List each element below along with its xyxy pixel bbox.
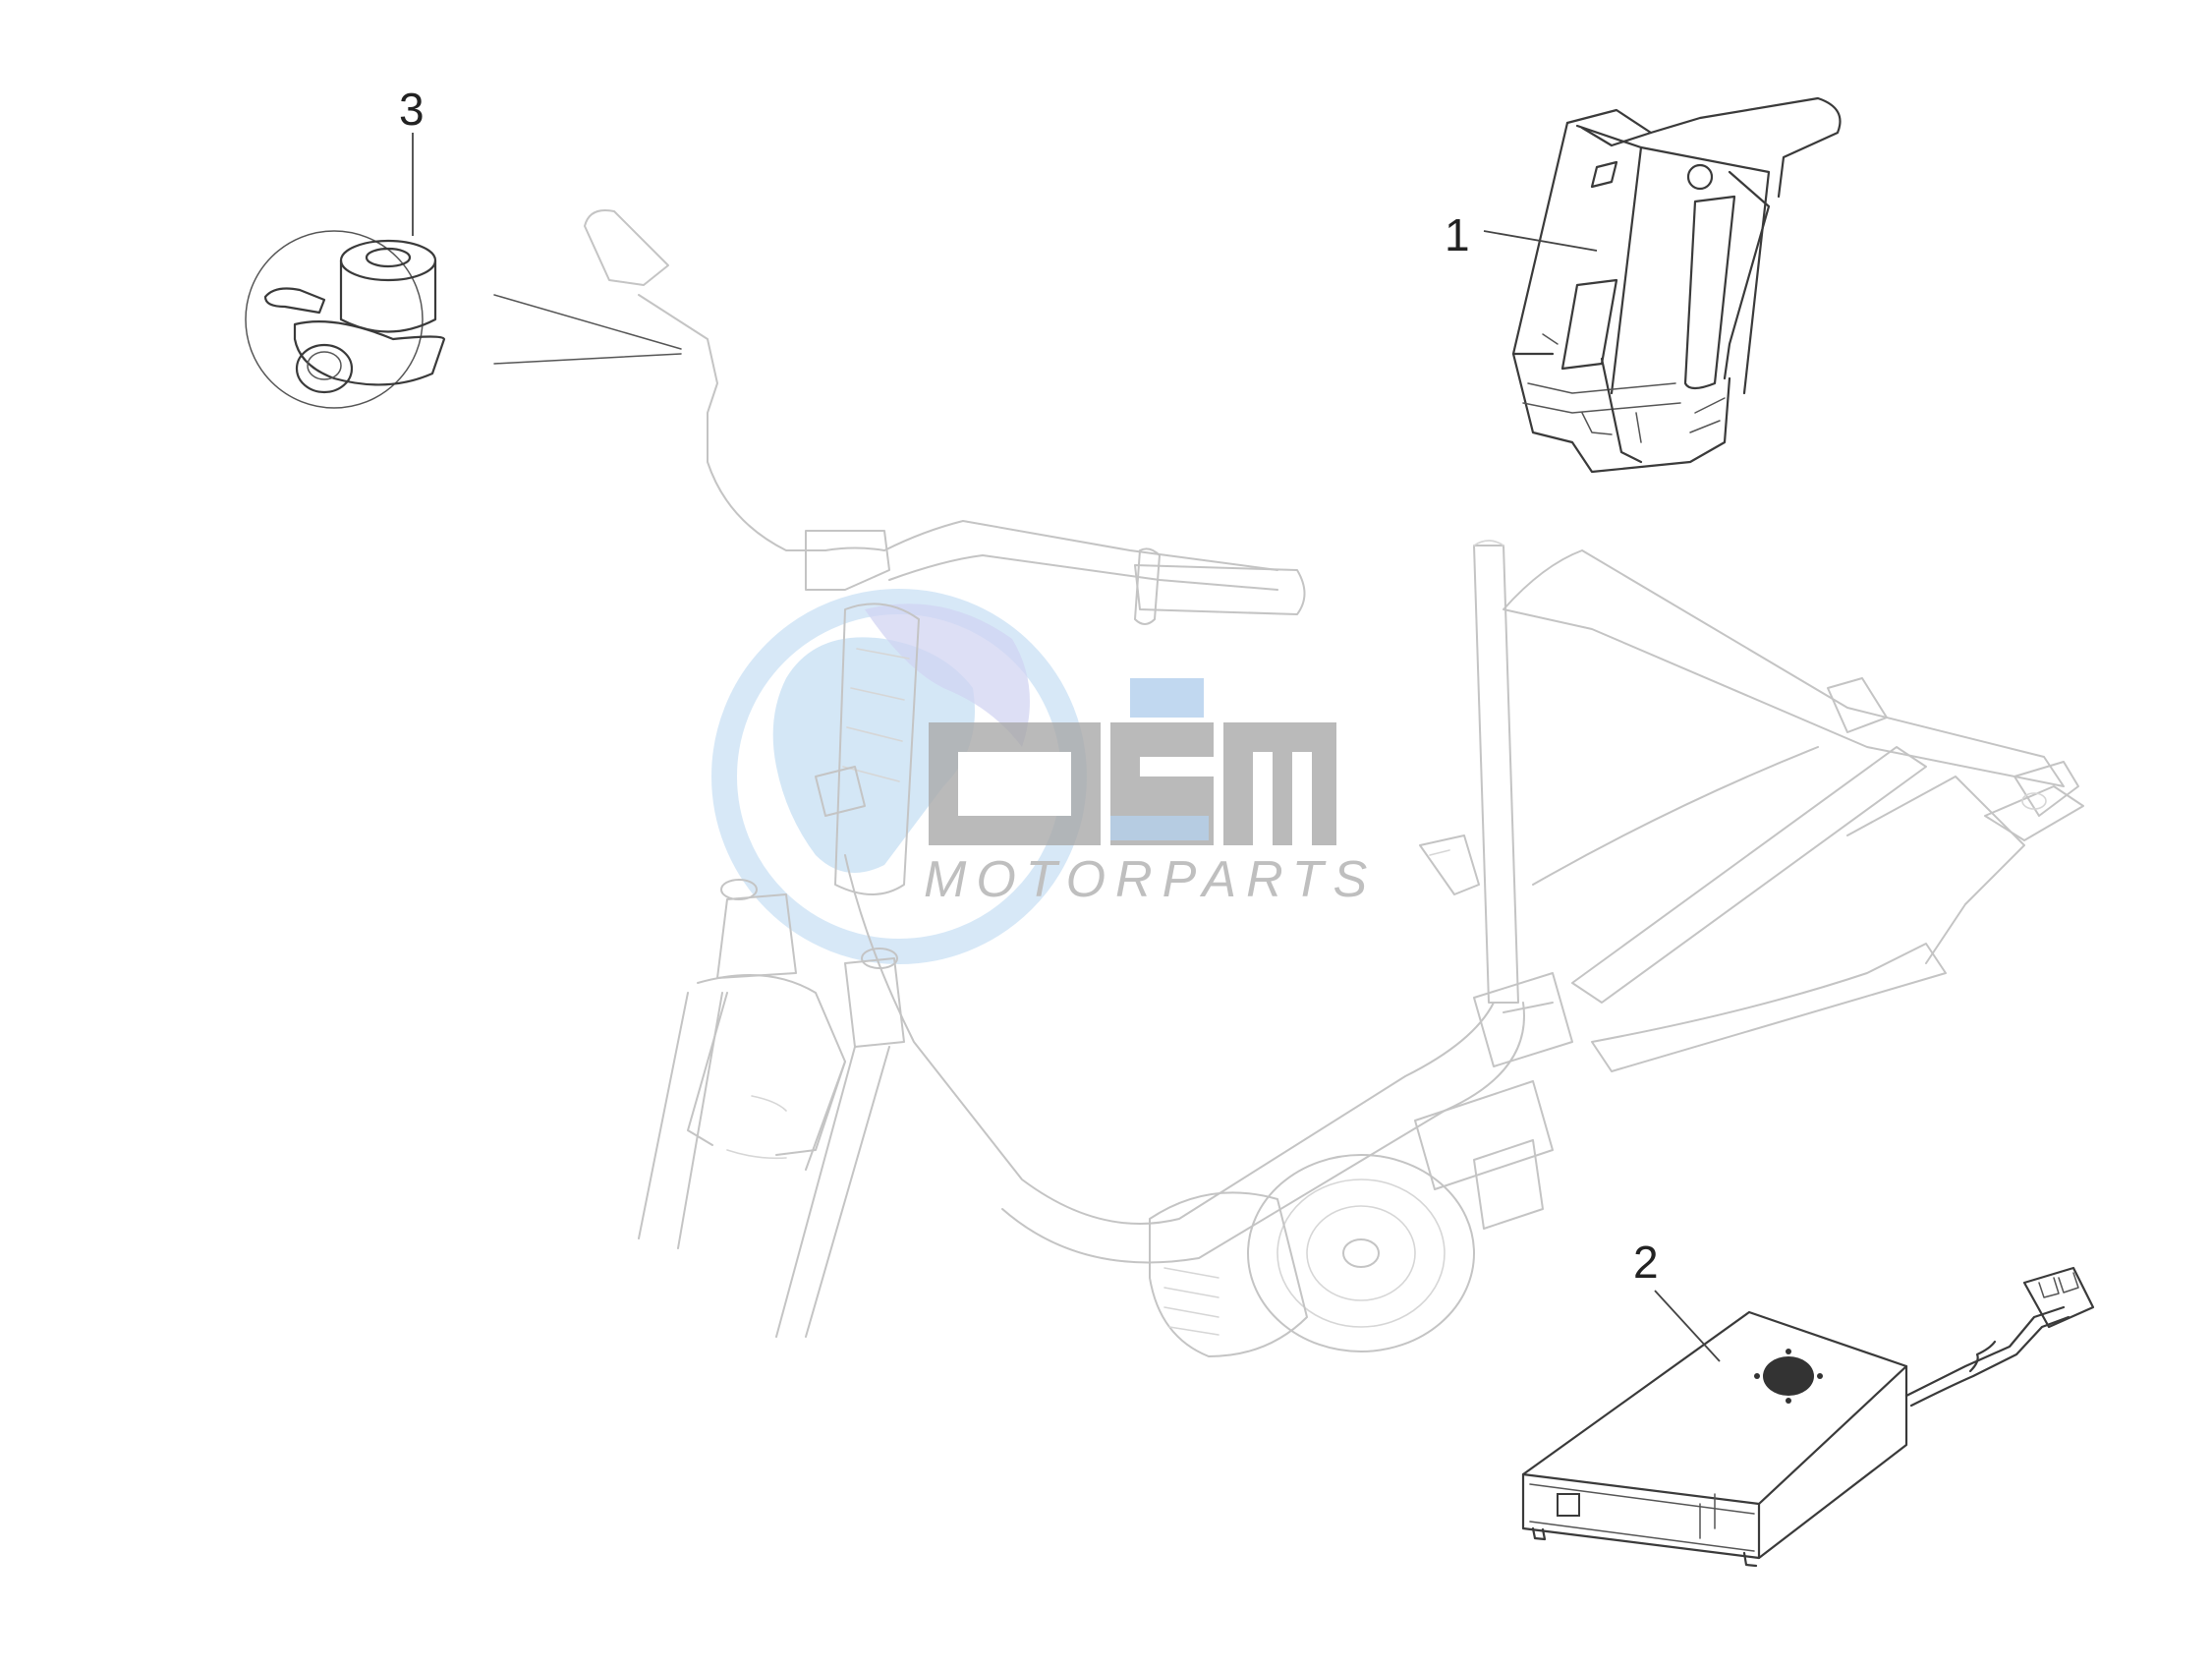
power-socket-icon — [1557, 1493, 1580, 1517]
oem-logo-letters — [929, 678, 1336, 845]
callout-3: 3 — [399, 84, 425, 135]
detail-leader-bottom — [493, 353, 682, 365]
callout-2: 2 — [1633, 1237, 1659, 1288]
callout-1: 1 — [1445, 209, 1470, 260]
oem-motorparts-watermark: MOTORPARTS — [711, 589, 1377, 964]
bell-detail: 3 — [245, 84, 682, 409]
charger: 2 — [1521, 1237, 2095, 1568]
callout-1-leader — [1483, 230, 1598, 252]
bell-icon — [263, 239, 446, 394]
battery-pack: 1 — [1445, 96, 1842, 474]
detail-circle — [245, 230, 424, 409]
charger-vent-icon — [1754, 1349, 1823, 1404]
detail-leader-top — [493, 294, 682, 350]
callout-2-leader — [1654, 1290, 1721, 1362]
bicycle-frame — [584, 209, 2084, 1357]
charger-plug — [2022, 1266, 2095, 1329]
watermark-subtext: MOTORPARTS — [924, 851, 1377, 908]
